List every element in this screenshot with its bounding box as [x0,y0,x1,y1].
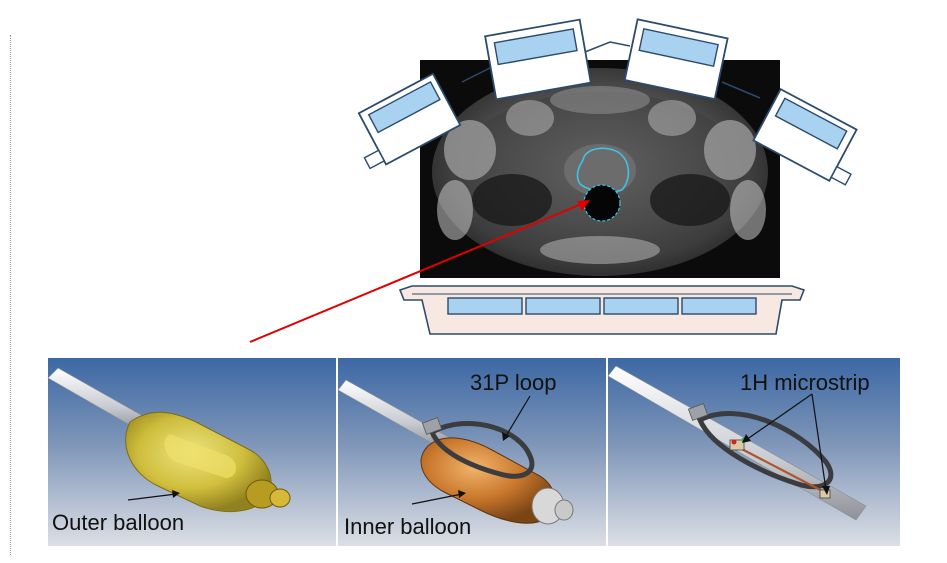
endorectal-probe-cross-section [584,185,620,221]
label-1h-microstrip: 1H microstrip [740,370,870,396]
mri-axial-slice [420,60,780,278]
label-31p-loop: 31P loop [470,370,556,396]
table-coil-4 [682,298,756,314]
label-outer-balloon: Outer balloon [52,510,184,536]
patient-table [400,286,804,334]
table-coil-2 [526,298,600,314]
label-inner-balloon: Inner balloon [344,514,471,540]
table-coil-3 [604,298,678,314]
table-coil-1 [448,298,522,314]
